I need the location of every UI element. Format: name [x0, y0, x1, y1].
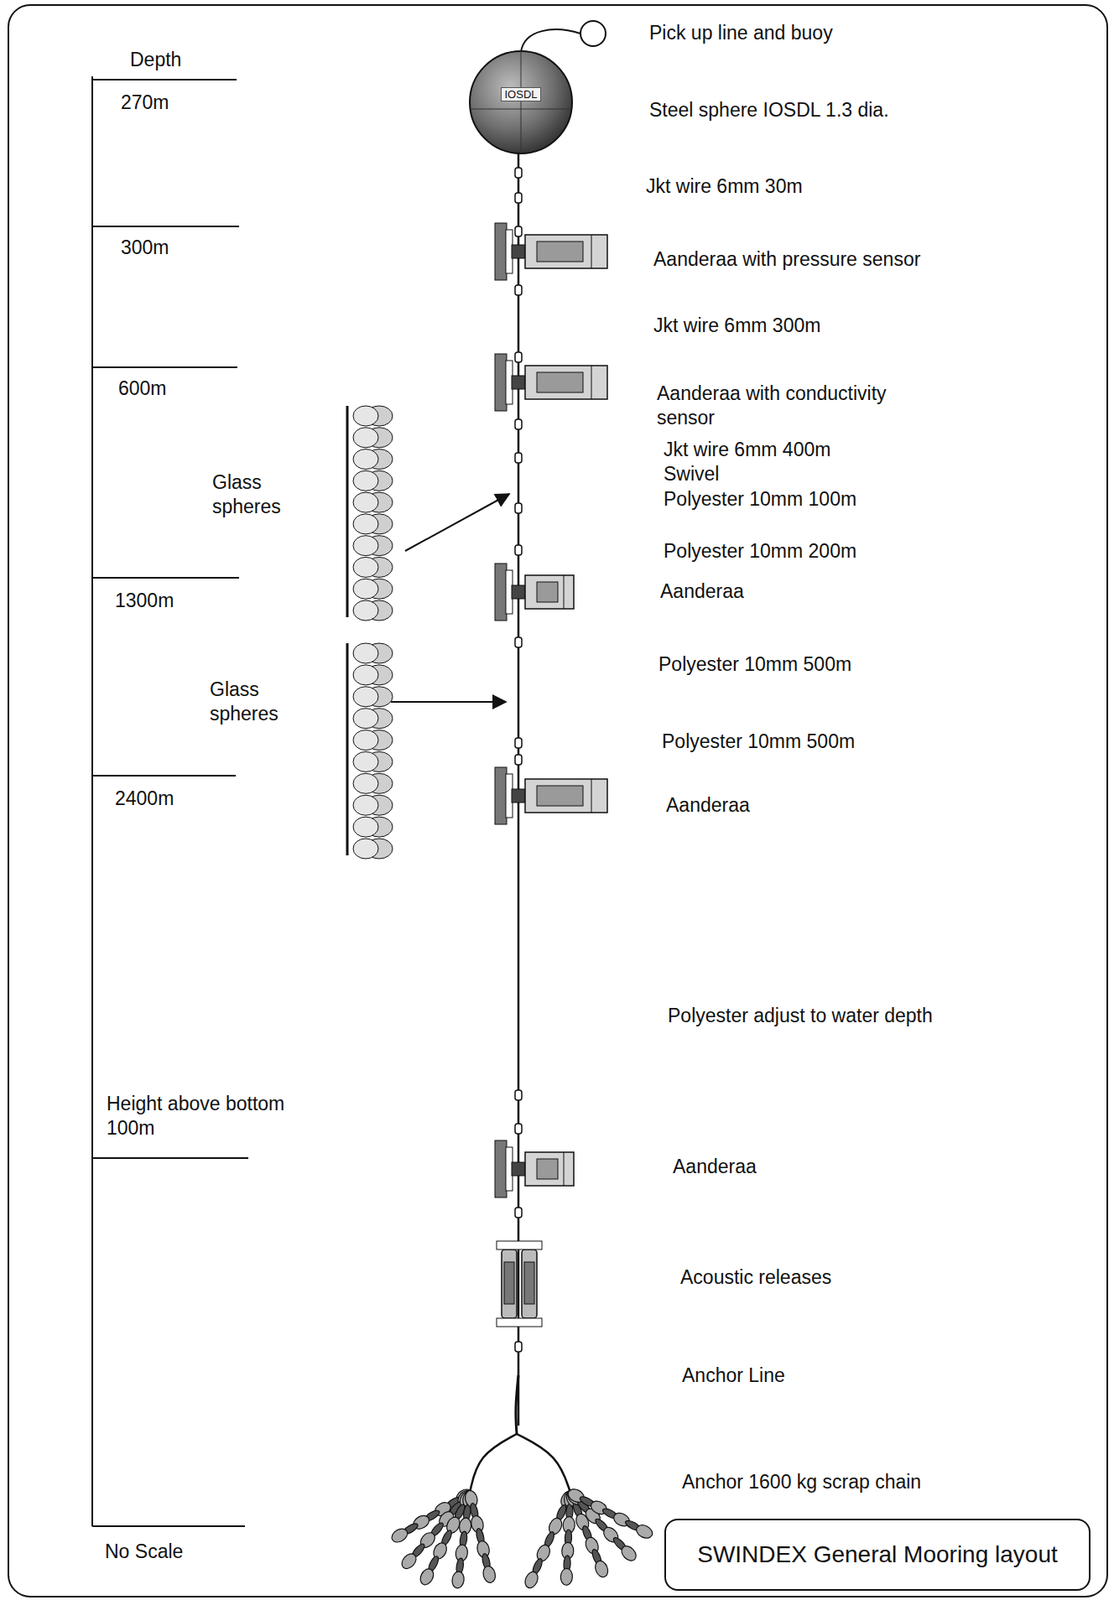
float-label: Glass spheres: [212, 470, 322, 520]
part-label: Polyester adjust to water depth: [667, 1004, 933, 1029]
part-label: Polyester 10mm 500m: [658, 652, 852, 677]
part-label: Jkt wire 6mm 300m: [653, 313, 821, 339]
scale-note: No Scale: [104, 1540, 183, 1565]
sphere-outline: [468, 49, 574, 156]
part-label: Aanderaa: [666, 793, 750, 818]
depth-value: 2400m: [114, 786, 174, 812]
current-meter: [494, 1140, 574, 1198]
part-label: Steel sphere IOSDL 1.3 dia.: [649, 98, 890, 123]
part-label: Swivel: [663, 462, 719, 487]
part-label: Anchor 1600 kg scrap chain: [681, 1470, 922, 1495]
acoustic-releases: [496, 1241, 542, 1328]
part-label: Acoustic releases: [680, 1265, 832, 1291]
glass-spheres: [347, 643, 506, 859]
part-label: Polyester 10mm 100m: [663, 487, 857, 512]
part-label: Aanderaa with pressure sensor: [653, 247, 921, 272]
sphere-label: IOSDL: [500, 87, 541, 102]
float-label: Glass spheres: [209, 677, 319, 727]
current-meter: [494, 223, 608, 281]
depth-value: 270m: [120, 90, 170, 115]
current-meter: [494, 563, 574, 621]
mooring-line: [515, 20, 606, 1427]
anchor-chain: [389, 1375, 655, 1591]
title-box: SWINDEX General Mooring layout: [664, 1519, 1091, 1592]
current-meter: [494, 767, 608, 825]
axis-title: Depth: [130, 47, 182, 73]
current-meter: [494, 353, 608, 412]
part-label: Aanderaa: [672, 1155, 757, 1180]
diagram-title: SWINDEX General Mooring layout: [697, 1541, 1058, 1569]
part-label: Aanderaa: [660, 579, 745, 604]
depth-value: 300m: [120, 235, 170, 261]
depth-axis: [92, 76, 249, 1527]
part-label: Pick up line and buoy: [649, 20, 833, 46]
frame: [8, 5, 1108, 1598]
part-label: Jkt wire 6mm 30m: [645, 174, 803, 199]
part-label: Jkt wire 6mm 400m: [663, 437, 831, 463]
depth-value: Height above bottom 100m: [106, 1092, 300, 1141]
part-label: Polyester 10mm 200m: [663, 539, 857, 564]
glass-spheres: [347, 406, 510, 621]
depth-value: 600m: [118, 376, 167, 401]
part-label: Anchor Line: [681, 1363, 786, 1389]
steel-sphere: IOSDL: [468, 49, 574, 156]
depth-value: 1300m: [114, 588, 174, 614]
part-label: Aanderaa with conductivity sensor: [656, 381, 934, 431]
part-label: Polyester 10mm 500m: [661, 729, 855, 755]
